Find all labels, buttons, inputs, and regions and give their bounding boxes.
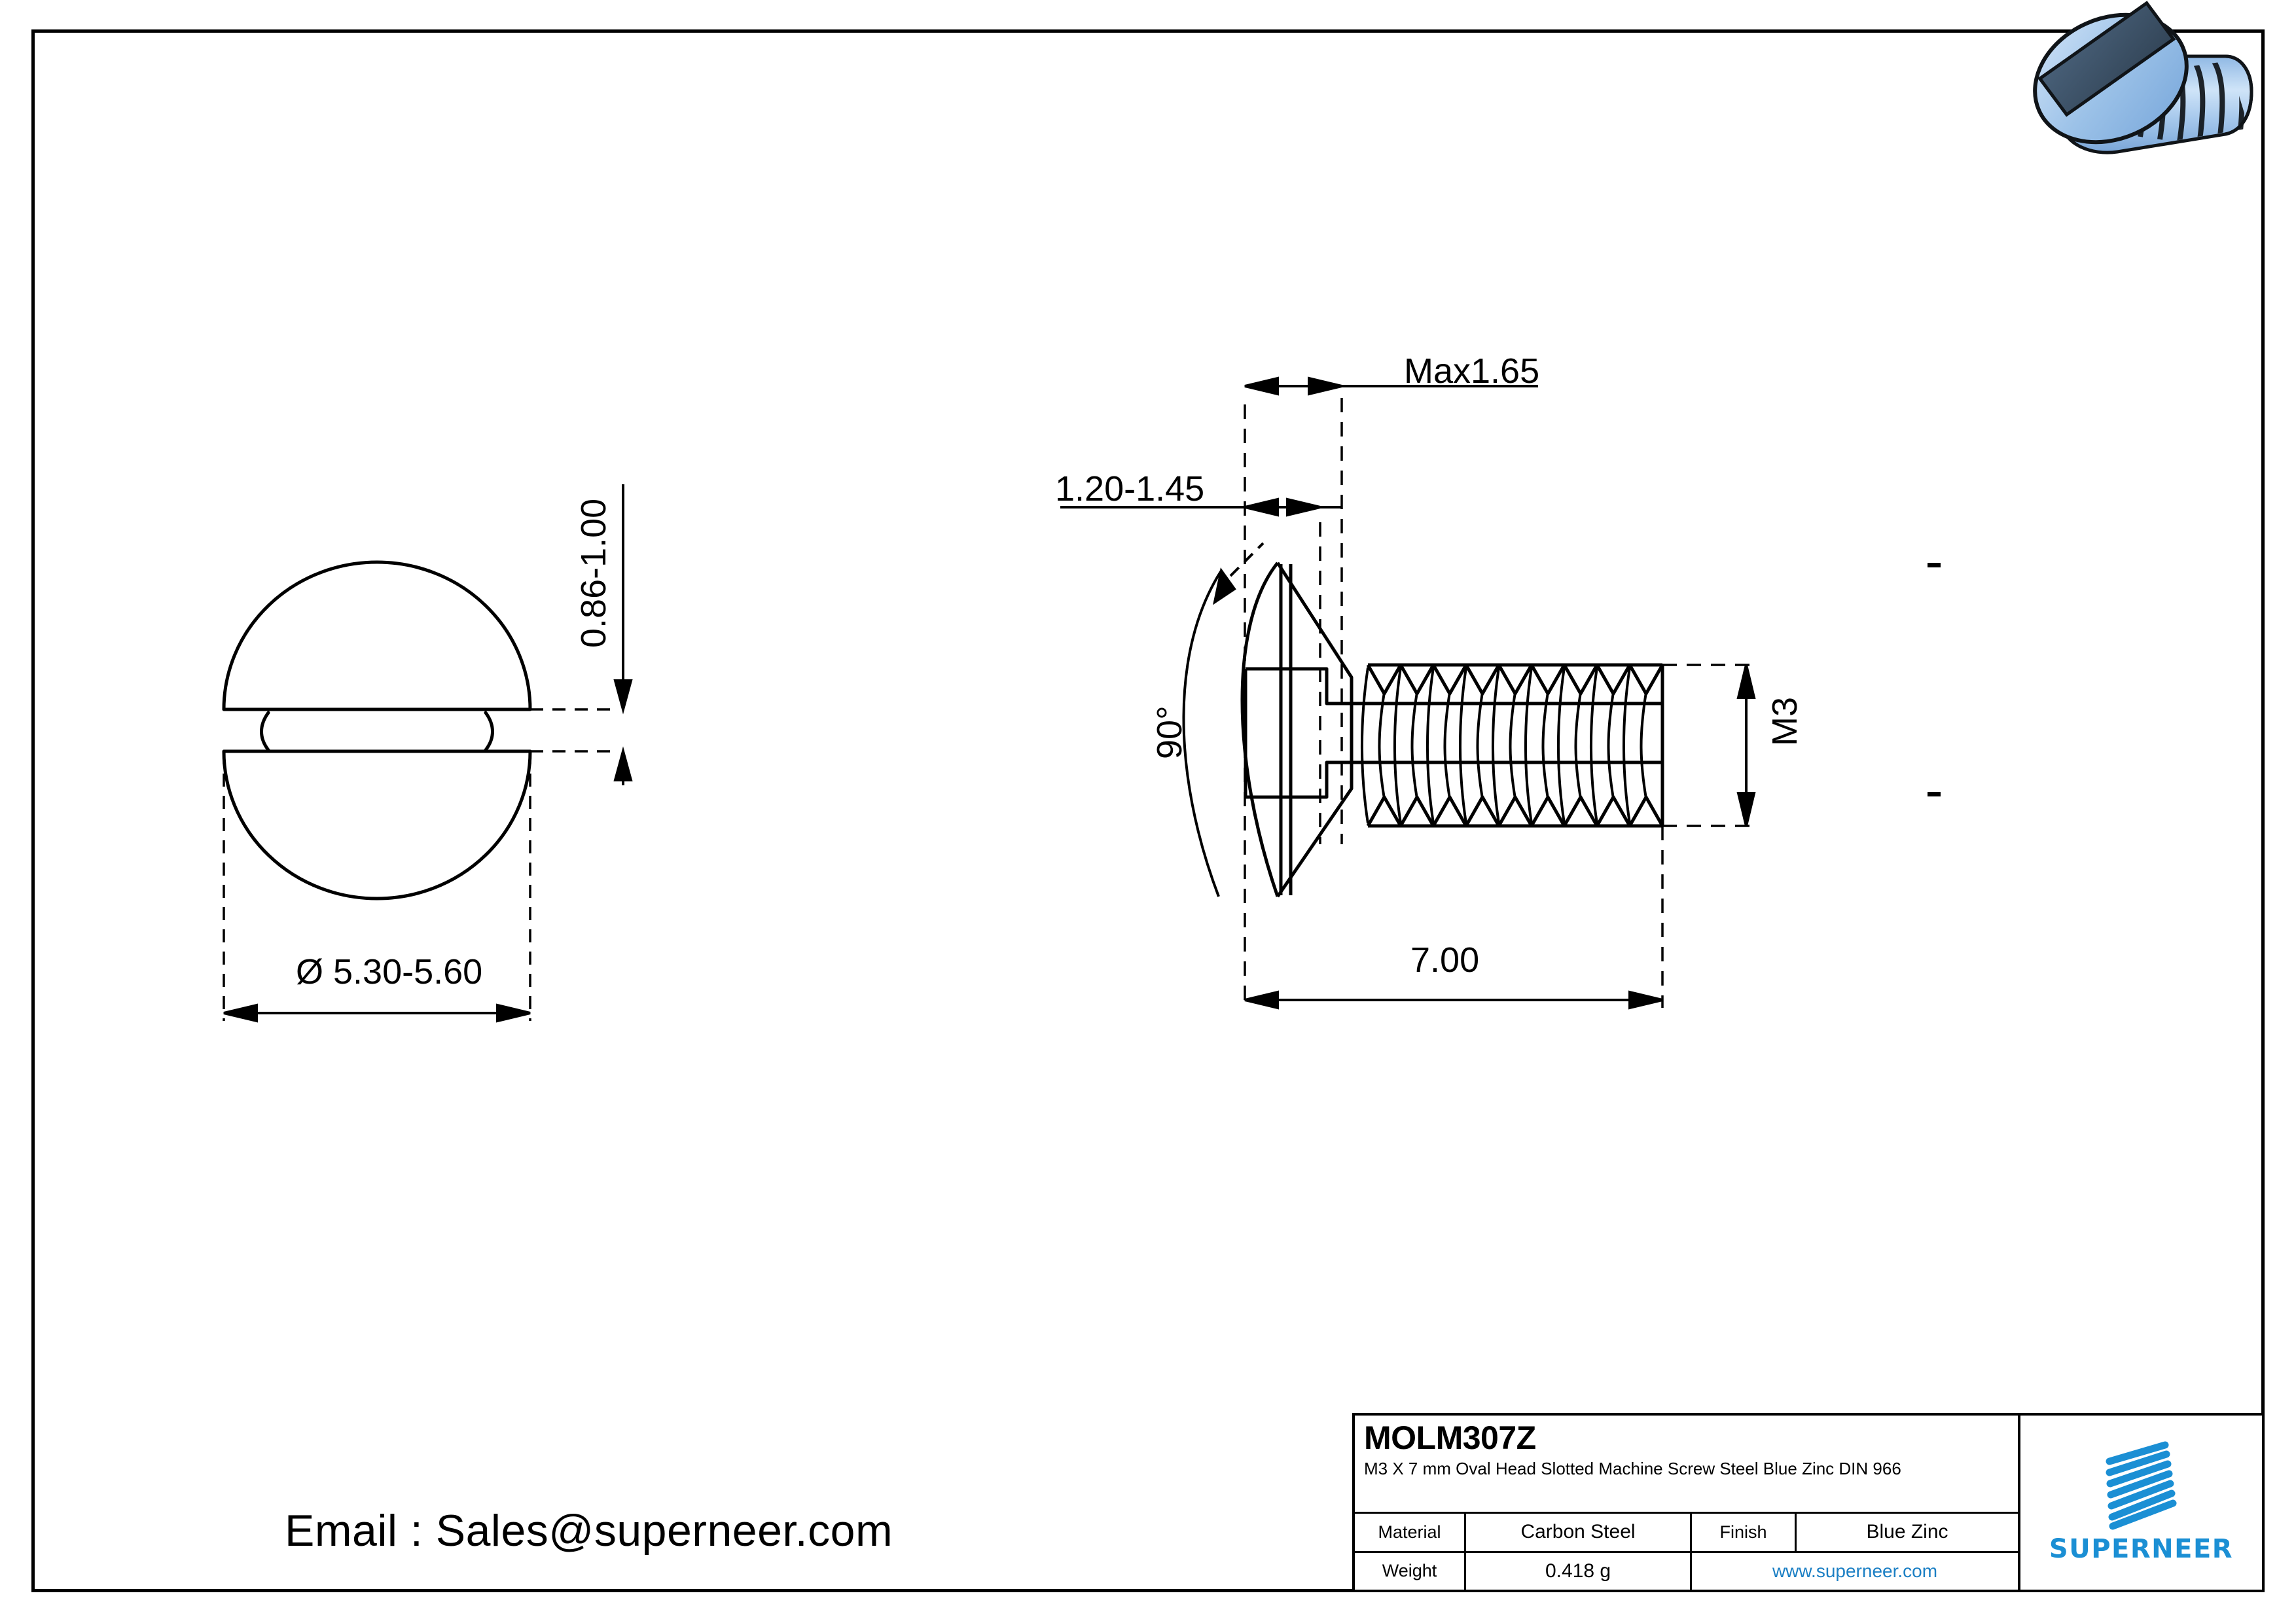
dim-slot-width-label: 1.20-1.45 bbox=[1055, 469, 1205, 508]
dim-head-diameter-label: Ø 5.30-5.60 bbox=[296, 952, 483, 991]
title-block-row-weight: Weight 0.418 g www.superneer.com bbox=[1355, 1552, 2018, 1590]
dim-overall-length-label: 7.00 bbox=[1410, 940, 1480, 980]
title-block: MOLM307Z M3 X 7 mm Oval Head Slotted Mac… bbox=[1352, 1413, 2265, 1592]
title-block-row-material: Material Carbon Steel Finish Blue Zinc bbox=[1355, 1514, 2018, 1553]
finish-value: Blue Zinc bbox=[1866, 1521, 1948, 1543]
weight-value: 0.418 g bbox=[1466, 1552, 1692, 1590]
dim-max165-label: Max1.65 bbox=[1404, 351, 1540, 391]
company-name: SUPERNEER bbox=[2049, 1534, 2234, 1564]
dim-thread-size-label: M3 bbox=[1765, 696, 1804, 746]
material-value: Carbon Steel bbox=[1466, 1514, 1692, 1551]
dim-head-angle-label: 90° bbox=[1150, 705, 1189, 759]
website-link[interactable]: www.superneer.com bbox=[1772, 1560, 1938, 1581]
dim-head-height-label: 0.86-1.00 bbox=[574, 498, 613, 648]
title-block-left: MOLM307Z M3 X 7 mm Oval Head Slotted Mac… bbox=[1355, 1416, 2020, 1590]
weight-label: Weight bbox=[1355, 1552, 1466, 1590]
part-description: M3 X 7 mm Oval Head Slotted Machine Scre… bbox=[1364, 1458, 1901, 1478]
email-contact-text: Email : Sales@superneer.com bbox=[285, 1506, 893, 1556]
sheet-border bbox=[31, 29, 2265, 1592]
superneer-logo-icon bbox=[2106, 1441, 2176, 1530]
part-number: MOLM307Z bbox=[1364, 1419, 1536, 1456]
material-label: Material bbox=[1355, 1514, 1466, 1551]
finish-label: Finish bbox=[1692, 1514, 1797, 1551]
company-logo: SUPERNEER bbox=[2020, 1416, 2262, 1590]
title-block-description-cell: MOLM307Z M3 X 7 mm Oval Head Slotted Mac… bbox=[1355, 1416, 2018, 1514]
